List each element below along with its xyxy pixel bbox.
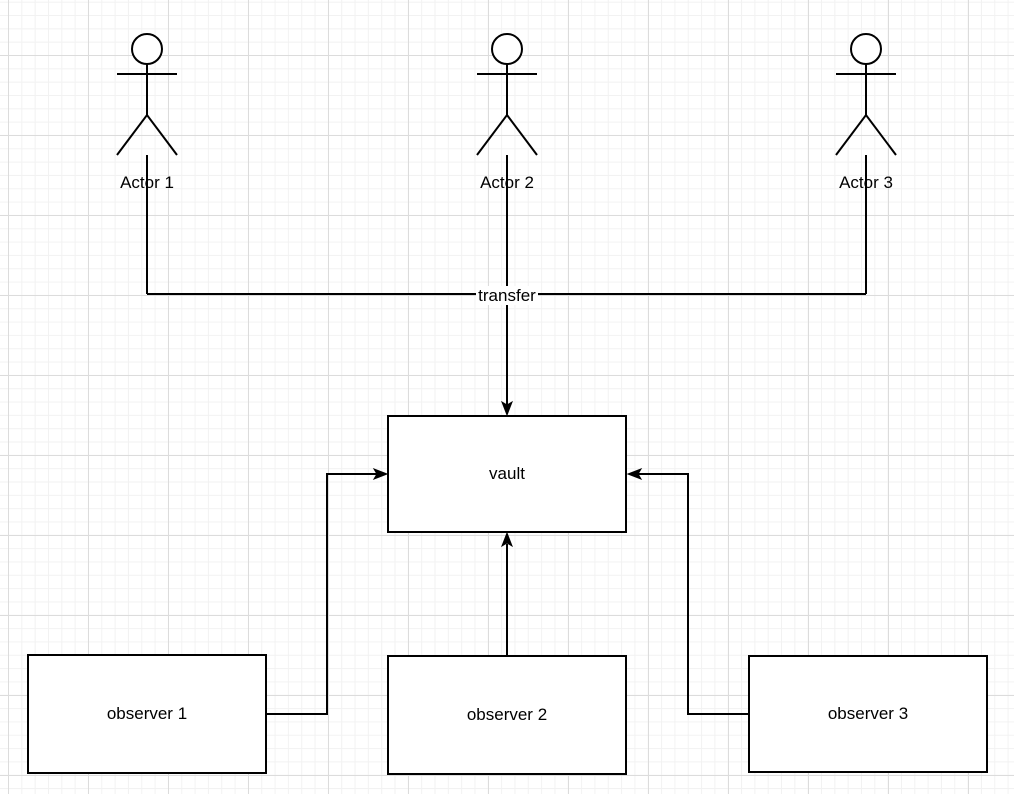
arrowhead-right-icon xyxy=(372,468,389,480)
arrowhead-up-icon xyxy=(501,531,513,548)
actor-2-figure-icon[interactable] xyxy=(476,33,538,156)
actor-3-label: Actor 3 xyxy=(839,173,893,192)
observer-2-node[interactable]: observer 2 xyxy=(387,655,627,775)
actor-2-label: Actor 2 xyxy=(480,173,534,192)
arrowhead-left-icon xyxy=(626,468,643,480)
edge-observer3-to-vault[interactable] xyxy=(637,473,748,715)
actor-3-figure-icon[interactable] xyxy=(835,33,897,156)
observer-1-node[interactable]: observer 1 xyxy=(27,654,267,774)
vault-label: vault xyxy=(489,464,525,483)
observer-3-label: observer 3 xyxy=(827,704,909,723)
actor-1-label: Actor 1 xyxy=(120,173,174,192)
vault-node[interactable]: vault xyxy=(387,415,627,533)
observer-2-label: observer 2 xyxy=(466,705,548,724)
actor-1-figure-icon[interactable] xyxy=(116,33,178,156)
observer-3-node[interactable]: observer 3 xyxy=(748,655,988,773)
arrowhead-down-icon xyxy=(501,400,513,417)
transfer-edge-label: transfer xyxy=(476,286,538,305)
observer-1-label: observer 1 xyxy=(106,704,188,723)
edge-observer1-to-vault[interactable] xyxy=(267,473,378,715)
